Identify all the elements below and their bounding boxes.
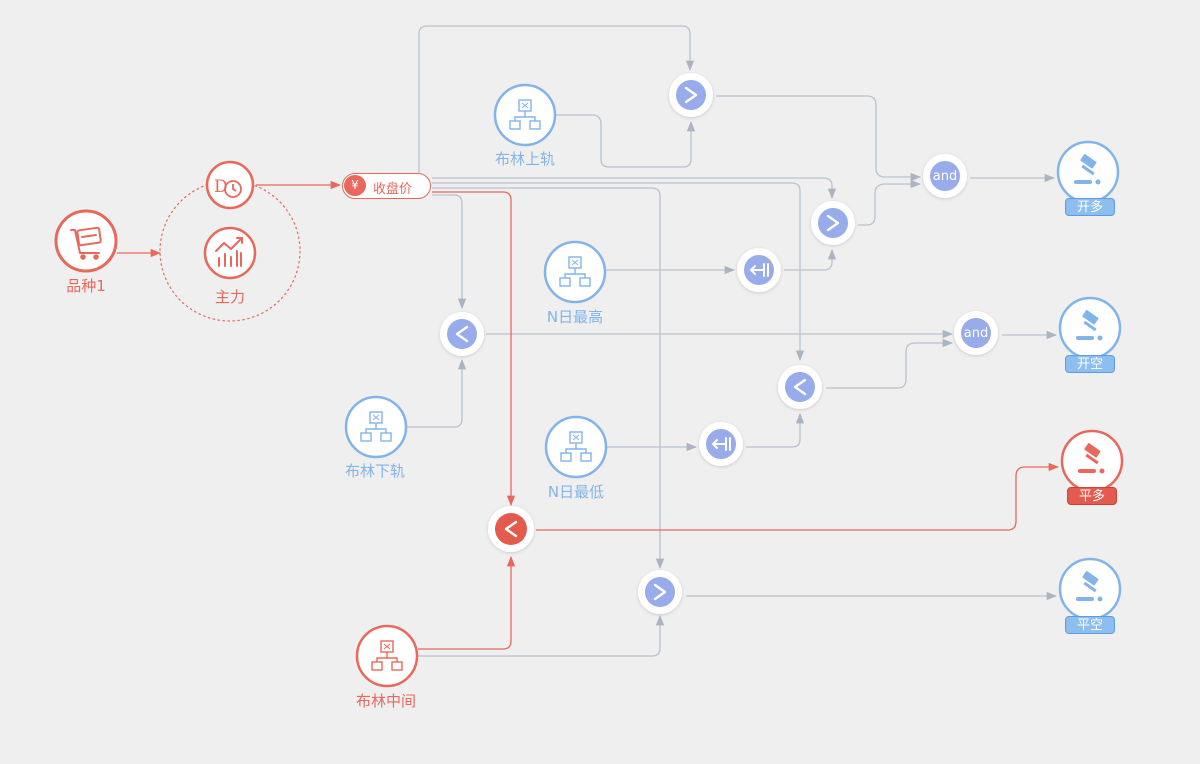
main-contract-node[interactable] (203, 226, 257, 280)
offset-arrow-icon (711, 437, 731, 451)
formula-tree-icon (559, 256, 591, 287)
boll-mid-node[interactable] (355, 624, 419, 688)
edge-close-to-lt2 (432, 182, 805, 362)
trend-chart-icon (215, 237, 243, 267)
gavel-icon (1078, 443, 1105, 474)
boll-mid-label: 布林中间 (355, 692, 417, 710)
gavel-icon (1074, 154, 1101, 185)
and-node-long[interactable]: and (923, 154, 967, 198)
greater-than-icon (684, 86, 698, 104)
lt-node-active[interactable] (488, 506, 534, 552)
edge-ref1-to-gt2 (784, 248, 837, 271)
gavel-icon (1076, 310, 1103, 341)
active-connectors (117, 180, 1060, 650)
formula-tree-icon (509, 99, 541, 130)
less-than-icon (793, 378, 807, 396)
greater-than-icon (826, 214, 840, 232)
close-long-node[interactable] (1060, 429, 1124, 493)
edge-bollmid-to-gt3 (418, 614, 665, 657)
yen-icon: ¥ (344, 175, 366, 196)
open-long-node[interactable] (1056, 140, 1120, 204)
n-day-low-node[interactable] (544, 415, 608, 479)
formula-tree-icon (560, 431, 592, 462)
greater-than-icon (653, 583, 667, 601)
n-day-high-node[interactable] (543, 240, 607, 304)
open-short-node[interactable] (1058, 296, 1122, 360)
lt-node-2[interactable] (778, 365, 822, 409)
n-day-low-label: N日最低 (547, 483, 605, 501)
close-price-label: 收盘价 (373, 182, 413, 197)
close-short-node[interactable] (1058, 557, 1122, 621)
variety-node[interactable] (54, 209, 118, 273)
connectors (406, 25, 1058, 657)
d-clock-icon: D (214, 177, 242, 198)
n-day-high-label: N日最高 (546, 308, 604, 326)
open-short-tag[interactable]: 开空 (1065, 355, 1115, 373)
boll-lower-node[interactable] (344, 395, 408, 459)
edge-close-to-gt3 (432, 187, 665, 570)
svg-text:D: D (214, 177, 228, 197)
edge-close-to-lt1 (432, 194, 467, 310)
close-price-node[interactable]: ¥ 收盘价 (342, 173, 431, 199)
offset-arrow-icon (749, 263, 769, 277)
and-long-label: and (933, 169, 957, 184)
less-than-icon (455, 325, 469, 343)
ref-node-1[interactable] (737, 248, 781, 292)
gt-node-1[interactable] (669, 73, 713, 117)
boll-lower-label: 布林下轨 (344, 462, 406, 480)
variety-label: 品种1 (66, 277, 106, 295)
contract-group-ring (159, 180, 301, 322)
gt-node-2[interactable] (811, 201, 855, 245)
edge-ref2-to-lt2 (746, 412, 805, 448)
edge-lt2-to-and2 (826, 338, 954, 389)
edge-gt2-to-and1 (858, 179, 922, 226)
boll-upper-label: 布林上轨 (494, 150, 556, 168)
gt-node-3[interactable] (638, 570, 682, 614)
contract-type-node[interactable]: D (205, 160, 255, 210)
gavel-icon (1076, 571, 1103, 602)
formula-tree-icon (371, 640, 403, 671)
boll-upper-node[interactable] (493, 83, 557, 147)
open-long-tag[interactable]: 开多 (1065, 198, 1115, 216)
edge-gt1-to-and1 (716, 95, 922, 182)
edge-bollmid-to-ltred (418, 555, 516, 650)
formula-tree-icon (360, 411, 392, 442)
less-than-icon (504, 520, 518, 538)
and-short-label: and (964, 326, 988, 341)
close-short-tag[interactable]: 平空 (1065, 616, 1115, 634)
edge-ltred-to-closelong (536, 462, 1060, 531)
edge-bolllower-to-lt1 (406, 358, 467, 428)
lt-node-1[interactable] (440, 312, 484, 356)
edge-close-to-gt2 (432, 177, 837, 200)
ref-node-2[interactable] (699, 422, 743, 466)
edge-close-to-gt1 (418, 25, 695, 176)
edge-bollupper-to-gt1 (556, 114, 696, 168)
edge-close-to-ltred (432, 191, 516, 507)
close-long-tag[interactable]: 平多 (1067, 487, 1117, 505)
and-node-short[interactable]: and (954, 311, 998, 355)
cart-icon (70, 226, 102, 260)
main-contract-label: 主力 (214, 288, 246, 306)
